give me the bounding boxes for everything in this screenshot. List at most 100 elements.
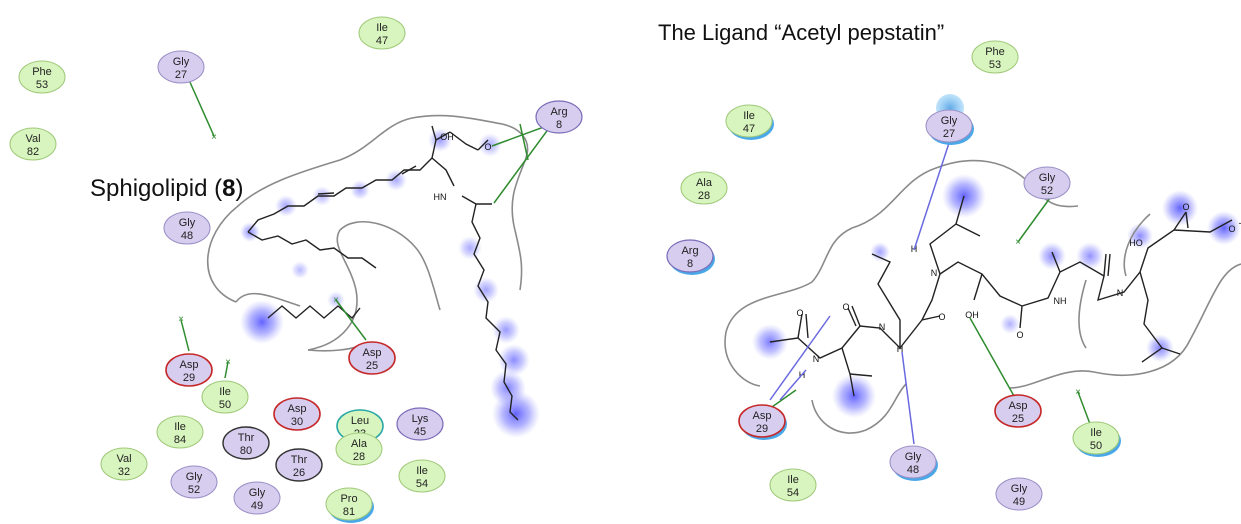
right-residue-ile54-name: Ile xyxy=(787,474,799,486)
left-residue-ala28-number: 28 xyxy=(353,451,365,463)
left-residue-ala28-name: Ala xyxy=(351,438,368,450)
right-atom-o-4: O xyxy=(842,302,849,312)
left-residue-asp29-disc xyxy=(165,353,213,387)
left-ligand-skeleton: OH O HN xyxy=(247,125,519,421)
right-atom-minus: - xyxy=(1239,218,1241,228)
right-residue-asp29-name: Asp xyxy=(753,410,772,422)
left-residue-arg8-number: 8 xyxy=(556,119,562,131)
left-residue-pro81-name: Pro xyxy=(340,493,357,505)
right-residue-ala28-name: Ala xyxy=(696,177,713,189)
left-residue-ile54-disc xyxy=(398,459,446,493)
right-atom-oh: OH xyxy=(965,310,979,320)
right-residue-gly27-number: 27 xyxy=(943,128,955,140)
left-residue-leu23-name: Leu xyxy=(351,415,369,427)
right-atom-o-carboxyl: O xyxy=(1182,202,1189,212)
right-residue-gly49-number: 49 xyxy=(1013,496,1025,508)
right-residue-gly48-name: Gly xyxy=(905,451,922,463)
left-residue-ile84-name: Ile xyxy=(174,421,186,433)
svg-text:×: × xyxy=(225,357,231,368)
left-residue-pro81-number: 81 xyxy=(343,506,355,518)
right-residue-asp29-number: 29 xyxy=(756,423,768,435)
left-residue-asp30-disc xyxy=(273,397,321,431)
left-residue-asp30-number: 30 xyxy=(291,416,303,428)
right-residue-ile47-number: 47 xyxy=(743,123,755,135)
left-panel-title: Sphigolipid (8) xyxy=(90,175,243,202)
left-ligand-exposure xyxy=(240,128,540,438)
right-residue-gly48-disc xyxy=(889,445,937,479)
right-residue-gly52-name: Gly xyxy=(1039,172,1056,184)
right-residue-phe53-disc xyxy=(971,40,1019,74)
right-residue-ile50-disc xyxy=(1072,421,1120,455)
right-atom-n-3: N xyxy=(879,322,886,332)
right-ligand-skeleton: HO O O - NH N O OH O N H N H O O N H xyxy=(769,195,1241,397)
left-title-bold: 8 xyxy=(222,175,235,202)
left-residue-asp25-disc xyxy=(348,341,396,375)
left-residue-phe53-disc xyxy=(18,60,66,94)
right-residue-ile47-disc xyxy=(725,104,773,138)
right-residue-phe53-name: Phe xyxy=(985,46,1005,58)
right-panel-title: The Ligand “Acetyl pepstatin” xyxy=(658,20,944,45)
left-residue-gly52-name: Gly xyxy=(186,471,203,483)
left-residue-val82-disc xyxy=(9,127,57,161)
right-residue-gly27-disc xyxy=(925,109,973,143)
left-residue-arg8-disc xyxy=(535,100,583,134)
left-residue-asp25-name: Asp xyxy=(363,347,382,359)
left-residue-thr26-disc xyxy=(275,448,323,482)
left-residue-thr26-name: Thr xyxy=(291,454,308,466)
left-residue-gly49-number: 49 xyxy=(251,500,263,512)
left-residue-thr26-number: 26 xyxy=(293,467,305,479)
left-residue-gly48-number: 48 xyxy=(181,230,193,242)
right-residue-gly49-disc xyxy=(995,477,1043,511)
left-residue-asp29-number: 29 xyxy=(183,372,195,384)
left-title-close: ) xyxy=(235,175,243,202)
left-residue-ile84-disc xyxy=(156,415,204,449)
svg-text:×: × xyxy=(1075,387,1081,398)
right-residue-ile50-name: Ile xyxy=(1090,427,1102,439)
right-atom-ho: HO xyxy=(1129,238,1143,248)
left-hbond-lines: × × × × xyxy=(178,79,553,379)
right-hbond-lines: × × xyxy=(761,139,1091,445)
left-atom-o: O xyxy=(484,142,491,152)
right-residue-ile47-name: Ile xyxy=(743,110,755,122)
left-residue-lys45-number: 45 xyxy=(414,426,426,438)
left-residue-gly52-number: 52 xyxy=(188,484,200,496)
left-residue-ile84-number: 84 xyxy=(174,434,186,446)
right-panel-acetyl-pepstatin: The Ligand “Acetyl pepstatin” xyxy=(658,20,1241,511)
right-ligand-exposure xyxy=(752,94,1241,418)
svg-text:×: × xyxy=(211,132,217,143)
left-atom-oh: OH xyxy=(440,132,454,142)
right-residue-ala28-disc xyxy=(680,171,728,205)
left-residue-ile50-disc xyxy=(201,380,249,414)
left-residue-phe53-number: 53 xyxy=(36,79,48,91)
left-panel-sphingolipid: Sphigolipid (8) xyxy=(9,16,583,523)
right-atom-o-2: O xyxy=(1016,330,1023,340)
left-residue-ala28-disc xyxy=(335,432,383,466)
left-residue-ile50-name: Ile xyxy=(219,386,231,398)
left-residue-val82-name: Val xyxy=(25,133,40,145)
left-residue-gly27-number: 27 xyxy=(175,69,187,81)
right-atom-nh-1: NH xyxy=(1054,296,1067,306)
left-residue-list: Phe53Val82Gly27Ile47Arg8Gly48Asp29Asp25I… xyxy=(9,16,583,523)
